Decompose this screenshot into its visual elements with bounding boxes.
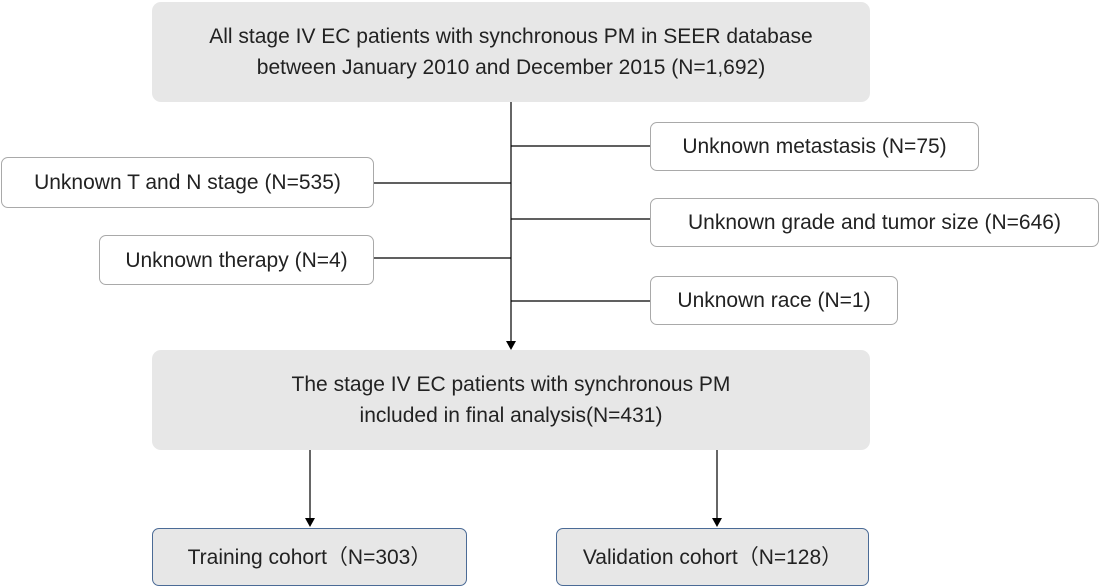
exclusion-metastasis-box: Unknown metastasis (N=75)	[650, 122, 979, 171]
final-box-line2: included in final analysis(N=431)	[359, 404, 663, 427]
source-population-box: All stage IV EC patients with synchronou…	[152, 2, 870, 102]
validation-arrowhead	[712, 518, 722, 527]
training-arrowhead	[305, 518, 315, 527]
exclusion-grade-size-box: Unknown grade and tumor size (N=646)	[650, 198, 1099, 247]
validation-cohort-box: Validation cohort（N=128）	[556, 528, 869, 586]
training-cohort-label: Training cohort（N=303）	[187, 545, 432, 569]
exclusion-metastasis-label: Unknown metastasis (N=75)	[682, 135, 947, 158]
exclusion-race-box: Unknown race (N=1)	[650, 276, 898, 325]
main-flow-arrowhead	[506, 341, 516, 350]
exclusion-tn-stage-label: Unknown T and N stage (N=535)	[34, 171, 341, 194]
exclusion-race-label: Unknown race (N=1)	[677, 289, 871, 312]
final-analysis-box: The stage IV EC patients with synchronou…	[152, 350, 870, 450]
source-box-line2: between January 2010 and December 2015 (…	[256, 56, 766, 79]
training-cohort-box: Training cohort（N=303）	[152, 528, 467, 586]
exclusion-therapy-box: Unknown therapy (N=4)	[99, 235, 374, 285]
source-box-line1: All stage IV EC patients with synchronou…	[209, 25, 813, 48]
exclusion-therapy-label: Unknown therapy (N=4)	[125, 248, 348, 272]
exclusion-grade-size-label: Unknown grade and tumor size (N=646)	[688, 211, 1061, 234]
exclusion-tn-stage-box: Unknown T and N stage (N=535)	[1, 157, 374, 208]
validation-cohort-label: Validation cohort（N=128）	[582, 545, 843, 569]
final-box-line1: The stage IV EC patients with synchronou…	[291, 373, 731, 396]
